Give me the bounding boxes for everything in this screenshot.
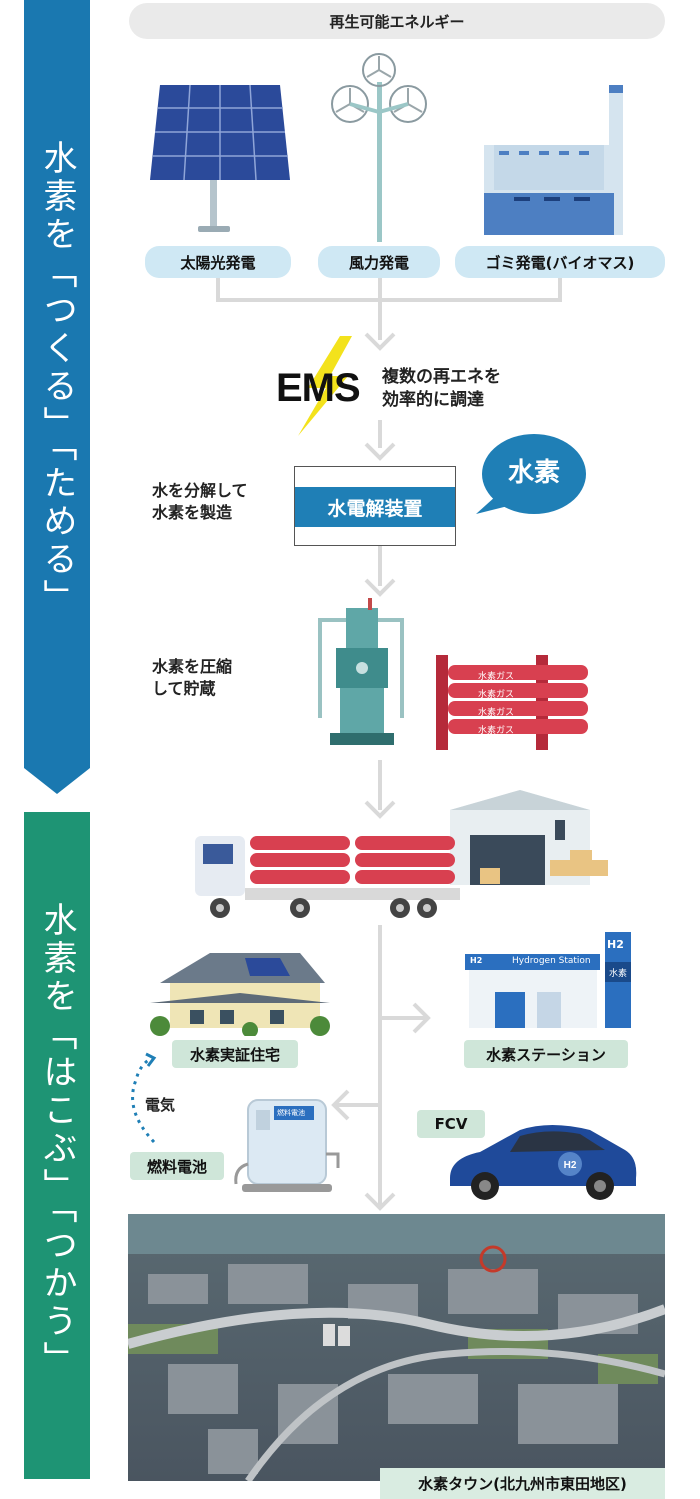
carry-use-label: 水素を「はこぶ」「つかう」 — [37, 902, 77, 1379]
town-caption: 水素タウン(北九州市東田地区) — [380, 1468, 665, 1499]
hydrogen-town-aerial-image — [128, 1214, 665, 1481]
electrolysis-description-line1: 水を分解して — [152, 481, 248, 500]
wind-tag: 風力発電 — [318, 246, 440, 278]
hydrogen-truck-icon — [195, 836, 460, 918]
station-tag: 水素ステーション — [464, 1040, 628, 1068]
electrolysis-description-line2: 水素を製造 — [152, 502, 233, 522]
lightning-icon — [298, 336, 352, 436]
compression-description: 水素を圧縮 して貯蔵 — [152, 656, 232, 699]
station-pole-h2: H2 — [607, 938, 624, 951]
electrolyzer-box: 水電解装置 — [294, 466, 456, 546]
house-tag: 水素実証住宅 — [172, 1040, 298, 1068]
arrow-down-icon — [364, 578, 396, 597]
connector — [216, 278, 220, 300]
fcv-tag: FCV — [417, 1110, 485, 1138]
connector — [378, 300, 382, 340]
arrow-down-icon — [364, 1192, 396, 1211]
solar-panel-icon — [150, 84, 290, 232]
tank-label: 水素ガス — [478, 672, 515, 682]
house-icon — [150, 953, 330, 1036]
make-store-label: 水素を「つくる」「ためる」 — [37, 140, 77, 617]
svg-text:H2: H2 — [564, 1160, 577, 1171]
ems-description-line2: 効率的に調達 — [382, 389, 484, 410]
connector — [216, 298, 562, 302]
arrow-down-icon — [364, 332, 396, 351]
ems-description-line1: 複数の再エネを — [382, 367, 501, 387]
ems-description: 複数の再エネを 効率的に調達 — [382, 366, 501, 412]
connector — [378, 420, 382, 448]
hydrogen-station-icon — [465, 932, 631, 1028]
station-pole-label: 水素 — [609, 969, 628, 979]
fuel-cell-icon — [234, 1099, 340, 1192]
hydrogen-bubble-label: 水素 — [507, 458, 560, 488]
connector — [378, 546, 382, 586]
garbage-plant-icon — [484, 85, 623, 235]
tank-label: 水素ガス — [478, 690, 515, 700]
station-sign: Hydrogen Station — [512, 956, 591, 966]
carry-use-band-label-wrap: 水素を「はこぶ」「つかう」 — [24, 902, 90, 1422]
arrow-left-icon — [331, 1089, 350, 1121]
connector — [558, 278, 562, 300]
arrow-right-icon — [412, 1002, 431, 1034]
carry-use-band — [24, 812, 90, 1479]
warehouse-icon — [450, 790, 608, 885]
garbage-tag: ゴミ発電(バイオマス) — [455, 246, 665, 278]
compression-description-line1: 水素を圧縮 — [152, 657, 233, 676]
compressor-icon — [318, 598, 404, 745]
tank-label: 水素ガス — [478, 726, 515, 736]
fuel-cell-device-label: 燃料電池 — [277, 1109, 305, 1117]
solar-tag: 太陽光発電 — [145, 246, 291, 278]
tank-label: 水素ガス — [478, 708, 515, 718]
connector — [334, 1103, 380, 1107]
wind-turbine-icon — [331, 53, 427, 242]
electrolysis-description: 水を分解して 水素を製造 — [152, 480, 248, 523]
hydrogen-tanks-icon — [436, 655, 588, 750]
station-sign-h2: H2 — [470, 956, 483, 965]
fcv-car-icon: H2 — [450, 1125, 637, 1200]
make-store-band-label-wrap: 水素を「つくる」「ためる」 — [24, 140, 90, 760]
connector — [378, 278, 382, 300]
tank-labels: 水素ガス 水素ガス 水素ガス 水素ガス — [478, 668, 514, 740]
electricity-curve — [131, 1052, 157, 1144]
compression-description-line2: して貯蔵 — [152, 678, 216, 698]
renewable-energy-header: 再生可能エネルギー — [129, 3, 665, 39]
connector — [378, 760, 382, 810]
ems-logo: EMS — [276, 366, 361, 410]
make-store-band — [24, 0, 90, 794]
hydrogen-bubble — [476, 434, 586, 514]
fuel-cell-tag: 燃料電池 — [130, 1152, 224, 1180]
connector — [378, 925, 382, 1205]
arrow-down-icon — [364, 442, 396, 461]
arrow-down-icon — [364, 800, 396, 819]
electrolyzer-label: 水電解装置 — [295, 487, 455, 527]
connector — [380, 1016, 428, 1020]
electricity-label: 電気 — [145, 1096, 176, 1114]
